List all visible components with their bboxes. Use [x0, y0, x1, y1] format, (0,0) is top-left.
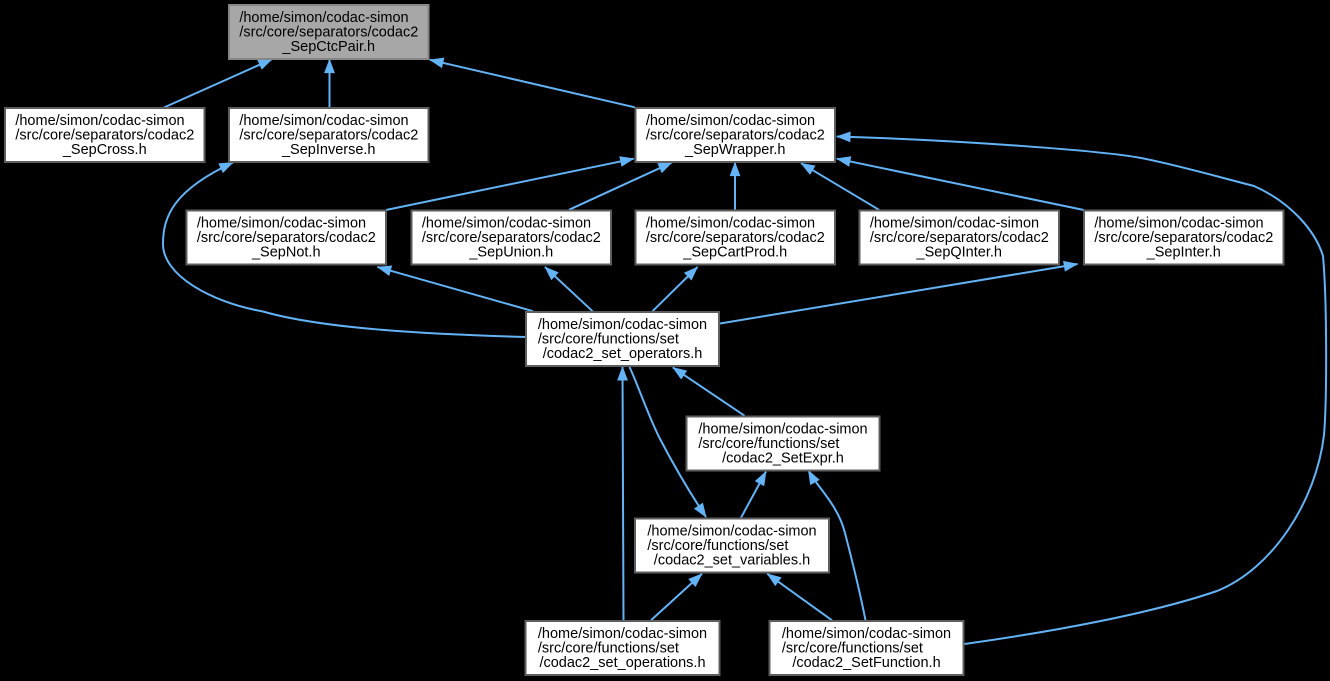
svg-text:_SepCartProd.h: _SepCartProd.h: [682, 245, 787, 261]
svg-text:/src/core/functions/set: /src/core/functions/set: [782, 641, 923, 657]
svg-text:_SepUnion.h: _SepUnion.h: [468, 245, 553, 261]
svg-text:/home/simon/codac-simon: /home/simon/codac-simon: [646, 216, 815, 232]
svg-text:/src/core/separators/codac2: /src/core/separators/codac2: [239, 128, 418, 144]
svg-text:/src/core/separators/codac2: /src/core/separators/codac2: [646, 128, 825, 144]
svg-text:/home/simon/codac-simon: /home/simon/codac-simon: [698, 422, 867, 438]
svg-text:/codac2_set_variables.h: /codac2_set_variables.h: [654, 553, 810, 569]
svg-text:/home/simon/codac-simon: /home/simon/codac-simon: [1094, 216, 1263, 232]
svg-text:/src/core/separators/codac2: /src/core/separators/codac2: [1094, 230, 1273, 246]
svg-text:/src/core/separators/codac2: /src/core/separators/codac2: [646, 230, 825, 246]
svg-text:_SepInter.h: _SepInter.h: [1146, 245, 1221, 261]
svg-text:_SepNot.h: _SepNot.h: [251, 245, 321, 261]
svg-text:/src/core/functions/set: /src/core/functions/set: [538, 641, 679, 657]
svg-text:/src/core/separators/codac2: /src/core/separators/codac2: [239, 25, 418, 41]
svg-text:/home/simon/codac-simon: /home/simon/codac-simon: [647, 524, 816, 540]
svg-text:/codac2_set_operations.h: /codac2_set_operations.h: [539, 655, 705, 671]
svg-text:/home/simon/codac-simon: /home/simon/codac-simon: [197, 216, 366, 232]
svg-text:_SepCross.h: _SepCross.h: [62, 142, 147, 158]
svg-text:/home/simon/codac-simon: /home/simon/codac-simon: [239, 10, 408, 26]
svg-text:_SepCtcPair.h: _SepCtcPair.h: [281, 39, 375, 55]
svg-text:/src/core/separators/codac2: /src/core/separators/codac2: [422, 230, 601, 246]
svg-text:/codac2_set_operators.h: /codac2_set_operators.h: [543, 346, 703, 362]
svg-text:_SepInverse.h: _SepInverse.h: [281, 142, 376, 158]
svg-text:/home/simon/codac-simon: /home/simon/codac-simon: [538, 317, 707, 333]
svg-text:/src/core/separators/codac2: /src/core/separators/codac2: [15, 128, 194, 144]
svg-text:_SepWrapper.h: _SepWrapper.h: [684, 142, 786, 158]
svg-text:/src/core/separators/codac2: /src/core/separators/codac2: [870, 230, 1049, 246]
svg-text:/home/simon/codac-simon: /home/simon/codac-simon: [15, 113, 184, 129]
svg-text:/home/simon/codac-simon: /home/simon/codac-simon: [422, 216, 591, 232]
svg-text:/home/simon/codac-simon: /home/simon/codac-simon: [538, 626, 707, 642]
svg-text:/codac2_SetFunction.h: /codac2_SetFunction.h: [792, 655, 940, 671]
svg-text:/home/simon/codac-simon: /home/simon/codac-simon: [646, 113, 815, 129]
svg-text:/src/core/functions/set: /src/core/functions/set: [647, 538, 788, 554]
svg-text:/src/core/separators/codac2: /src/core/separators/codac2: [197, 230, 376, 246]
svg-text:_SepQInter.h: _SepQInter.h: [916, 245, 1002, 261]
svg-text:/home/simon/codac-simon: /home/simon/codac-simon: [870, 216, 1039, 232]
svg-text:/home/simon/codac-simon: /home/simon/codac-simon: [239, 113, 408, 129]
svg-text:/src/core/functions/set: /src/core/functions/set: [698, 436, 839, 452]
svg-text:/src/core/functions/set: /src/core/functions/set: [538, 332, 679, 348]
svg-text:/home/simon/codac-simon: /home/simon/codac-simon: [782, 626, 951, 642]
svg-text:/codac2_SetExpr.h: /codac2_SetExpr.h: [722, 451, 844, 467]
